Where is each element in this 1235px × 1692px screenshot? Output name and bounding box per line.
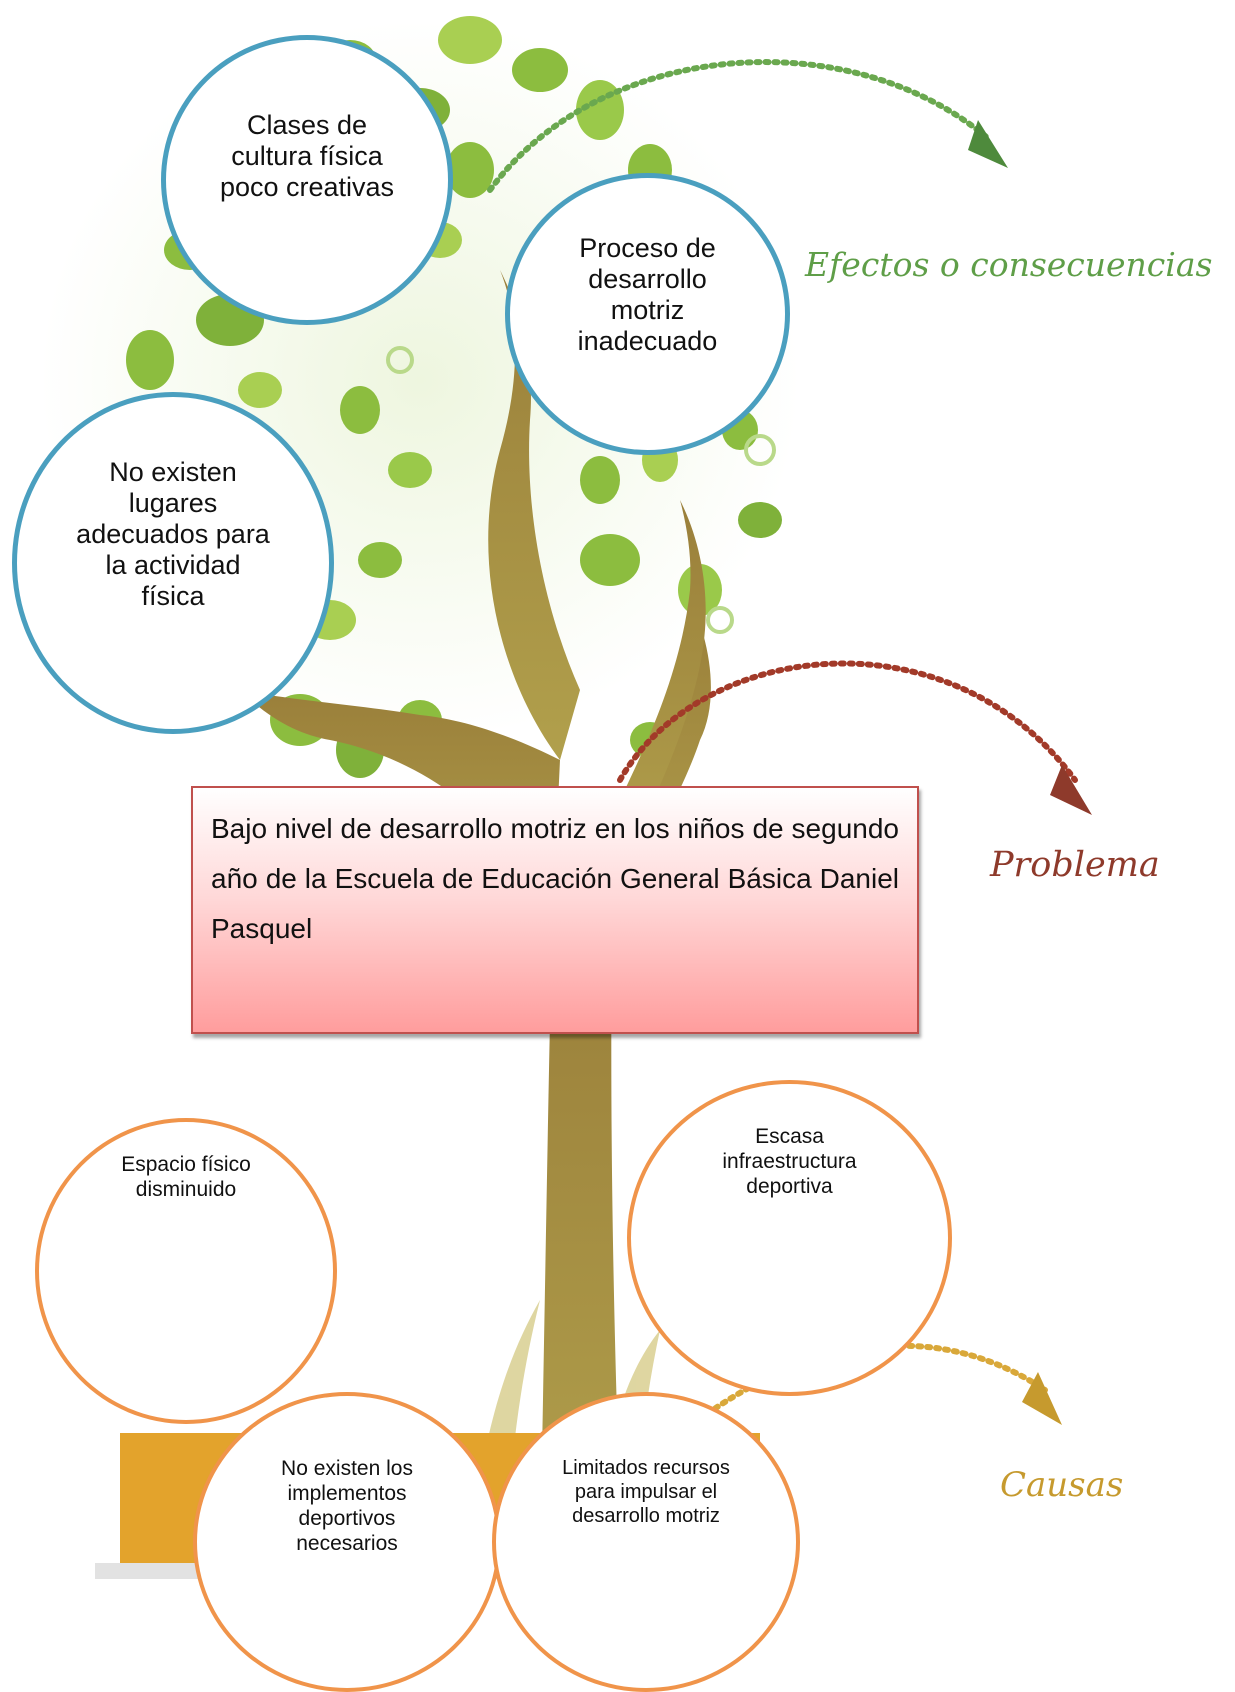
effects-label: Efectos o consecuencias <box>805 245 1213 284</box>
cause-bubble: No existen los implementos deportivos ne… <box>193 1392 501 1692</box>
effects-arrow <box>487 59 993 193</box>
problem-arrowhead <box>1050 765 1092 815</box>
problem-label: Problema <box>990 845 1160 885</box>
cause-text: No existen los implementos deportivos ne… <box>281 1457 413 1555</box>
causes-label: Causas <box>1000 1465 1124 1505</box>
problem-text: Bajo nivel de desarrollo motriz en los n… <box>211 813 899 944</box>
problem-box: Bajo nivel de desarrollo motriz en los n… <box>191 786 919 1034</box>
cause-text: Espacio físico disminuido <box>121 1153 251 1201</box>
problem-arrow <box>617 660 1078 783</box>
effect-bubble: Proceso de desarrollo motriz inadecuado <box>505 173 790 455</box>
effect-text: No existen lugares adecuados para la act… <box>76 457 270 611</box>
causes-arrowhead <box>1022 1372 1062 1425</box>
cause-bubble: Escasa infraestructura deportiva <box>627 1080 952 1396</box>
effect-text: Clases de cultura física poco creativas <box>219 110 395 202</box>
effect-bubble: No existen lugares adecuados para la act… <box>12 392 334 734</box>
cause-text: Escasa infraestructura deportiva <box>722 1125 857 1198</box>
cause-text: Limitados recursos para impulsar el desa… <box>562 1457 730 1527</box>
cause-bubble: Limitados recursos para impulsar el desa… <box>492 1392 800 1692</box>
effect-text: Proceso de desarrollo motriz inadecuado <box>577 233 718 356</box>
effects-arrowhead <box>968 120 1008 168</box>
cause-bubble: Espacio físico disminuido <box>35 1118 337 1424</box>
effect-bubble: Clases de cultura física poco creativas <box>161 35 453 325</box>
